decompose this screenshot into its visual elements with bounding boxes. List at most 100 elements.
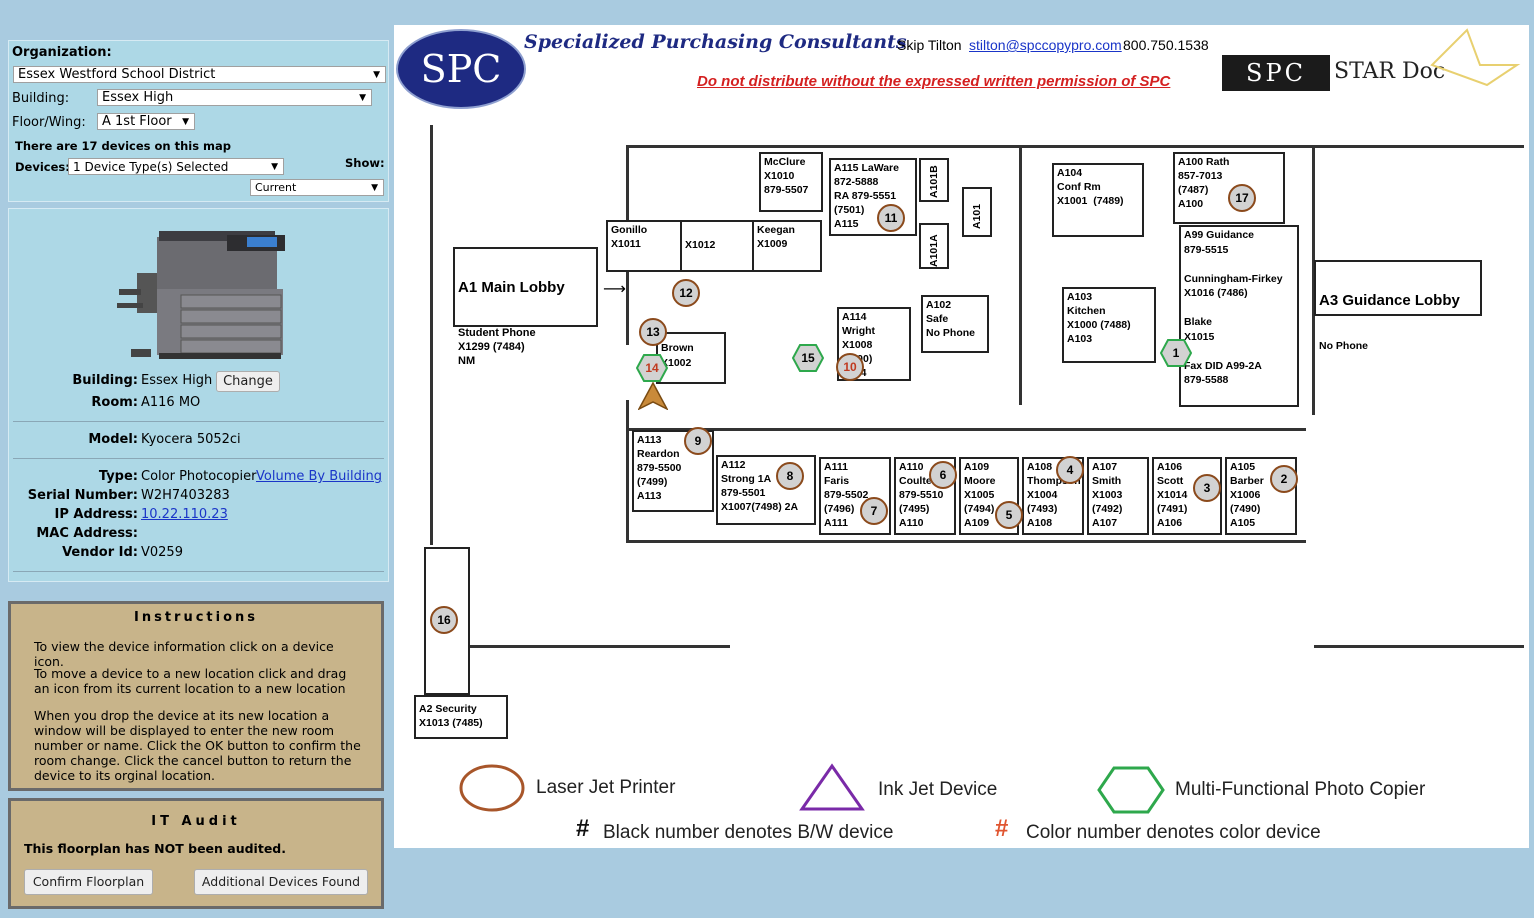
wall bbox=[1312, 145, 1315, 415]
photocopier-image bbox=[117, 231, 285, 359]
room-a111: A111 Faris 879-5502 (7496) A111 bbox=[819, 457, 891, 535]
distribution-warning: Do not distribute without the expressed … bbox=[697, 73, 1171, 90]
room-a100: A100 Rath 857-7013 (7487) A100 bbox=[1173, 152, 1285, 224]
organization-select[interactable]: Essex Westford School District▼ bbox=[13, 66, 386, 83]
selected-device-marker-icon bbox=[638, 382, 668, 410]
contact-email-link[interactable]: stilton@spccopypro.com bbox=[969, 37, 1122, 53]
instructions-panel: Instructions To view the device informat… bbox=[8, 601, 384, 791]
audit-title: IT Audit bbox=[151, 814, 241, 829]
confirm-floorplan-button[interactable]: Confirm Floorplan bbox=[24, 869, 153, 895]
room-a107: A107 Smith X1003 (7492) A107 bbox=[1087, 457, 1149, 535]
ip-address-link[interactable]: 10.22.110.23 bbox=[141, 507, 228, 522]
device-17-icon[interactable]: 17 bbox=[1228, 184, 1256, 212]
instructions-text-1: To view the device information click on … bbox=[34, 639, 334, 669]
mfp-legend-icon bbox=[1097, 766, 1165, 814]
device-11-icon[interactable]: 11 bbox=[877, 204, 905, 232]
device-6-icon[interactable]: 6 bbox=[929, 461, 957, 489]
instructions-text-3: When you drop the device at its new loca… bbox=[34, 708, 361, 783]
mac-key: MAC Address: bbox=[36, 526, 138, 541]
room-a112: A112 Strong 1A 879-5501 X1007(7498) 2A bbox=[716, 455, 816, 525]
ip-key: IP Address: bbox=[54, 507, 138, 522]
divider bbox=[13, 571, 384, 572]
room-keegan: Keegan X1009 bbox=[752, 220, 822, 272]
device-8-icon[interactable]: 8 bbox=[776, 462, 804, 490]
device-3-icon[interactable]: 3 bbox=[1193, 474, 1221, 502]
laser-printer-legend-icon bbox=[459, 764, 525, 812]
inkjet-legend-icon bbox=[799, 763, 865, 811]
room-mcclure: McClure X1010 879-5507 bbox=[759, 152, 823, 212]
model-key: Model: bbox=[88, 432, 138, 447]
contact-phone: 800.750.1538 bbox=[1123, 37, 1209, 53]
device-9-icon[interactable]: 9 bbox=[684, 427, 712, 455]
floor-map: SPC Specialized Purchasing Consultants S… bbox=[394, 25, 1529, 848]
devices-select[interactable]: 1 Device Type(s) Selected▼ bbox=[68, 158, 284, 175]
building-select[interactable]: Essex High▼ bbox=[97, 89, 372, 106]
devices-label: Devices: bbox=[15, 160, 70, 174]
device-14-icon[interactable]: 14 bbox=[636, 354, 668, 382]
show-label: Show: bbox=[345, 156, 385, 170]
room-a106: A106 Scott X1014 (7491) A106 bbox=[1152, 457, 1222, 535]
wall bbox=[1314, 645, 1524, 648]
device-13-icon[interactable]: 13 bbox=[639, 318, 667, 346]
building-value: Essex High bbox=[141, 373, 213, 388]
spc-logo: SPC bbox=[396, 29, 526, 109]
audit-panel: IT Audit This floorplan has NOT been aud… bbox=[8, 798, 384, 909]
device-10-icon[interactable]: 10 bbox=[836, 353, 864, 381]
serial-key: Serial Number: bbox=[27, 488, 138, 503]
room-a1-main-lobby: A1 Main Lobby Student Phone X1299 (7484)… bbox=[453, 247, 598, 367]
legend-color-label: Color number denotes color device bbox=[1026, 822, 1321, 843]
wall bbox=[626, 428, 1306, 431]
wall bbox=[1019, 145, 1022, 405]
legend-mfp-label: Multi-Functional Photo Copier bbox=[1175, 779, 1426, 800]
star-icon bbox=[1430, 28, 1521, 87]
red-hash-icon: # bbox=[995, 815, 1009, 842]
legend-bw-label: Black number denotes B/W device bbox=[603, 822, 894, 843]
contact-name: Skip Tilton bbox=[897, 37, 962, 53]
room-a101a: A101A bbox=[919, 223, 949, 269]
device-5-icon[interactable]: 5 bbox=[995, 501, 1023, 529]
room-a115: A115 LaWare 872-5888 RA 879-5551 (7501) … bbox=[829, 158, 917, 236]
vendor-value: V0259 bbox=[141, 545, 183, 560]
device-12-icon[interactable]: 12 bbox=[672, 279, 700, 307]
legend-laser-label: Laser Jet Printer bbox=[536, 777, 676, 798]
building-label: Building: bbox=[12, 91, 70, 106]
device-15-icon[interactable]: 15 bbox=[792, 344, 824, 372]
type-value: Color Photocopier bbox=[141, 469, 257, 484]
floor-select[interactable]: A 1st Floor▼ bbox=[97, 113, 195, 130]
chevron-down-icon: ▼ bbox=[182, 117, 189, 127]
legend-inkjet-label: Ink Jet Device bbox=[878, 779, 998, 800]
instructions-title: Instructions bbox=[133, 610, 258, 625]
room-x1012: X1012 bbox=[680, 220, 754, 272]
wall bbox=[626, 400, 629, 540]
divider bbox=[13, 421, 384, 422]
room-a99-guidance: A99 Guidance 879-5515 Cunningham-Firkey … bbox=[1179, 225, 1299, 407]
audit-status: This floorplan has NOT been audited. bbox=[24, 841, 286, 856]
room-key: Room: bbox=[91, 395, 138, 410]
organization-label: Organization: bbox=[12, 45, 112, 60]
chevron-down-icon: ▼ bbox=[271, 162, 278, 172]
room-gonillo: Gonillo X1011 bbox=[606, 220, 682, 272]
device-2-icon[interactable]: 2 bbox=[1270, 465, 1298, 493]
model-value: Kyocera 5052ci bbox=[141, 432, 241, 447]
show-select[interactable]: Current▼ bbox=[250, 179, 384, 196]
type-key: Type: bbox=[98, 469, 138, 484]
room-a104: A104 Conf Rm X1001 (7489) bbox=[1052, 163, 1144, 237]
device-7-icon[interactable]: 7 bbox=[860, 497, 888, 525]
wall bbox=[430, 645, 730, 648]
wall bbox=[626, 145, 1524, 148]
arrow-icon: ⟶ bbox=[603, 279, 626, 298]
change-button[interactable]: Change bbox=[216, 371, 280, 392]
vendor-key: Vendor Id: bbox=[62, 545, 138, 560]
company-name: Specialized Purchasing Consultants bbox=[524, 31, 907, 53]
stardoc-logo: SPC STAR Doc bbox=[1222, 28, 1521, 93]
instructions-text-2: To move a device to a new location click… bbox=[34, 666, 347, 696]
device-4-icon[interactable]: 4 bbox=[1056, 456, 1084, 484]
volume-by-building-link[interactable]: Volume By Building bbox=[256, 469, 382, 484]
room-value: A116 MO bbox=[141, 395, 201, 410]
device-16-icon[interactable]: 16 bbox=[430, 606, 458, 634]
room-a101b: A101B bbox=[919, 158, 949, 202]
room-a3-guidance-lobby: A3 Guidance Lobby No Phone bbox=[1314, 260, 1482, 352]
additional-devices-button[interactable]: Additional Devices Found bbox=[194, 869, 368, 895]
device-count-text: There are 17 devices on this map bbox=[15, 139, 232, 153]
device-1-icon[interactable]: 1 bbox=[1160, 339, 1192, 367]
